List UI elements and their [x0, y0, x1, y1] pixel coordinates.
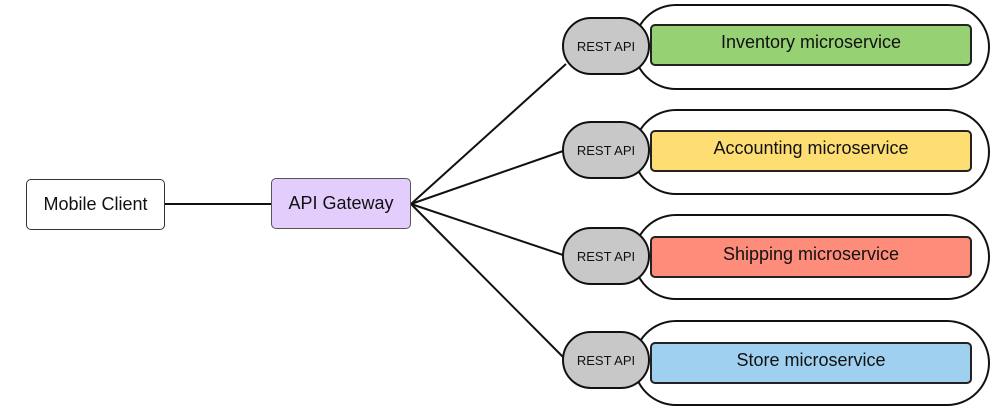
- shipping-service-node: Shipping microservice: [650, 236, 972, 278]
- gateway-shipping-line: [410, 203, 567, 257]
- mobile-client-node: Mobile Client: [26, 179, 165, 230]
- api-gateway-node: API Gateway: [271, 178, 411, 229]
- accounting-rest-api: REST API: [562, 121, 650, 179]
- gateway-store-line: [410, 203, 567, 361]
- store-rest-api: REST API: [562, 331, 650, 389]
- gateway-accounting-line: [410, 149, 567, 205]
- store-service-node: Store microservice: [650, 342, 972, 384]
- inventory-rest-api: REST API: [562, 17, 650, 75]
- gateway-inventory-line: [410, 63, 567, 205]
- accounting-service-node: Accounting microservice: [650, 130, 972, 172]
- inventory-service-node: Inventory microservice: [650, 24, 972, 66]
- shipping-rest-api: REST API: [562, 227, 650, 285]
